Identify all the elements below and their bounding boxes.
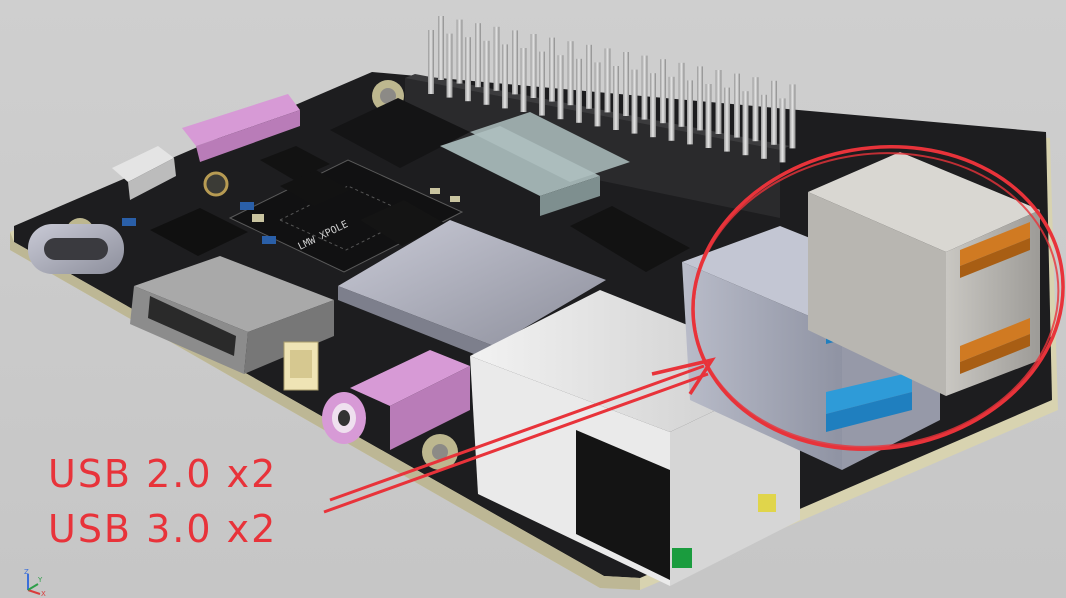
gpio-pin <box>520 48 527 112</box>
memory-chip <box>330 98 470 168</box>
gpio-pin <box>512 30 518 95</box>
hdmi-port <box>130 256 334 374</box>
gpio-pin <box>576 58 582 123</box>
gpio-pin <box>530 34 537 98</box>
gpio-pin <box>594 62 601 127</box>
axis-label-z: Z <box>24 568 29 576</box>
ffc-connector <box>182 94 300 162</box>
gpio-pin <box>668 76 675 141</box>
gpio-pin <box>697 66 703 131</box>
gpio-pin <box>465 37 471 102</box>
battery-connector <box>283 341 319 391</box>
gpio-pin <box>475 23 481 88</box>
gpio-pin <box>456 19 463 84</box>
gpio-pin <box>623 52 629 116</box>
annotation-ellipse <box>691 145 1065 451</box>
gpio-pin <box>724 87 730 152</box>
gpio-pin <box>613 66 619 130</box>
gpio-pin <box>650 73 656 138</box>
gpio-pin <box>752 77 759 142</box>
axis-triad-icon: Z Y X <box>24 568 46 596</box>
axis-label-y: Y <box>37 576 43 584</box>
gpio-pins <box>428 16 796 163</box>
audio-jack <box>322 350 470 450</box>
usb3-port-bottom <box>826 372 912 414</box>
gpio-pin <box>586 44 592 109</box>
usb2-stack <box>808 152 1040 396</box>
gpio-pin <box>557 55 564 120</box>
gpio-pin <box>660 59 666 124</box>
gpio-pin <box>771 80 777 145</box>
gpio-pin <box>715 70 722 134</box>
annotation-label-usb3: USB 3.0 x2 <box>48 507 278 551</box>
gpio-pin <box>742 91 749 156</box>
usb-c-port <box>28 224 124 274</box>
annotation-arrow <box>323 357 716 514</box>
gpio-pin <box>438 16 444 80</box>
gpio-pin <box>789 84 796 149</box>
gpio-pin <box>567 41 574 106</box>
gpio-pin <box>631 69 638 134</box>
ic-chip <box>150 146 690 272</box>
smd-components <box>122 171 460 244</box>
heatsink-shield <box>338 220 606 362</box>
gpio-pin <box>502 44 508 109</box>
gpio-pin <box>641 55 648 120</box>
gpio-pin <box>549 37 555 102</box>
gpio-pin <box>687 80 693 145</box>
gpio-pin <box>539 51 545 116</box>
annotation-label-usb2: USB 2.0 x2 <box>48 452 278 496</box>
gpio-pin <box>678 62 685 127</box>
mounting-hole <box>422 434 458 470</box>
gpio-pin <box>493 26 500 91</box>
gpio-pin <box>483 40 490 105</box>
gpio-pin <box>604 48 611 113</box>
gpio-pin <box>428 30 434 94</box>
gpio-pin <box>734 73 740 138</box>
switch-connector <box>112 146 176 200</box>
gpio-pin <box>705 84 712 148</box>
axis-label-x: X <box>41 590 46 596</box>
gpio-pin <box>779 98 786 163</box>
gpio-pin <box>446 33 453 98</box>
gpio-pin <box>761 94 767 159</box>
display-connector <box>440 112 630 216</box>
